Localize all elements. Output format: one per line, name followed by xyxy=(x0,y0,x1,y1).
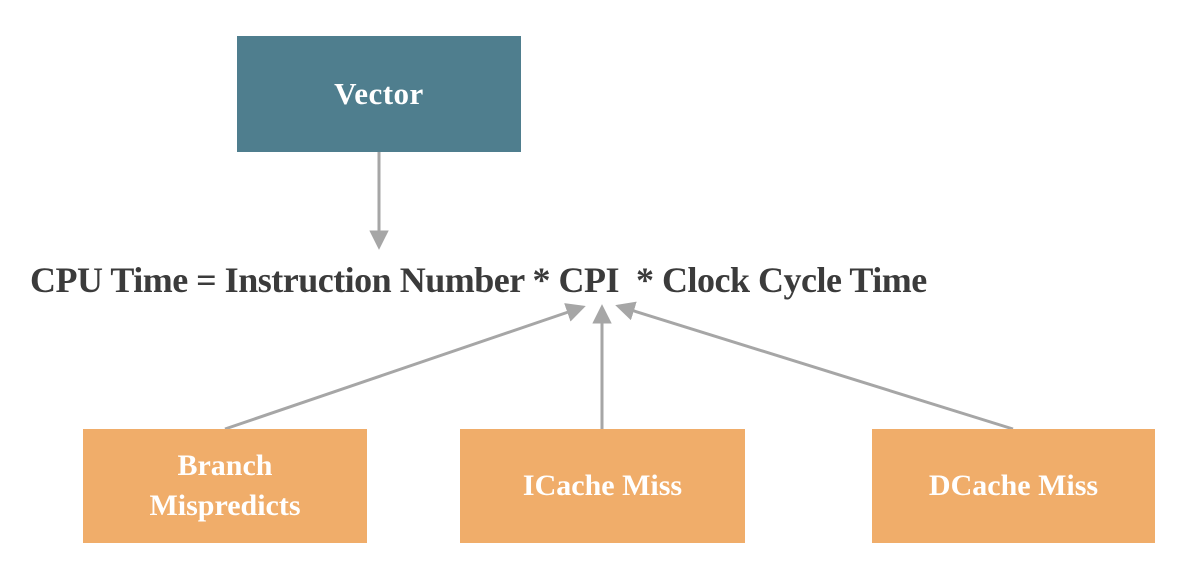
factor-label-icache-miss: ICache Miss xyxy=(522,468,683,502)
factor-box-branch-mispredicts: Branch Mispredicts xyxy=(83,429,367,543)
factor-box-dcache-miss: DCache Miss xyxy=(872,429,1155,543)
vector-box: Vector xyxy=(237,36,521,152)
factor-box-icache-miss: ICache Miss xyxy=(460,429,745,543)
factor-label-dcache-miss: DCache Miss xyxy=(928,468,1099,502)
arrow-branch-to-cpi xyxy=(224,303,586,431)
factor-label-branch-mispredicts: Branch Mispredicts xyxy=(149,448,301,523)
vector-box-label: Vector xyxy=(334,76,424,111)
arrow-dcache-to-cpi xyxy=(615,301,1014,431)
cpu-time-equation: CPU Time = Instruction Number * CPI * Cl… xyxy=(30,260,927,300)
